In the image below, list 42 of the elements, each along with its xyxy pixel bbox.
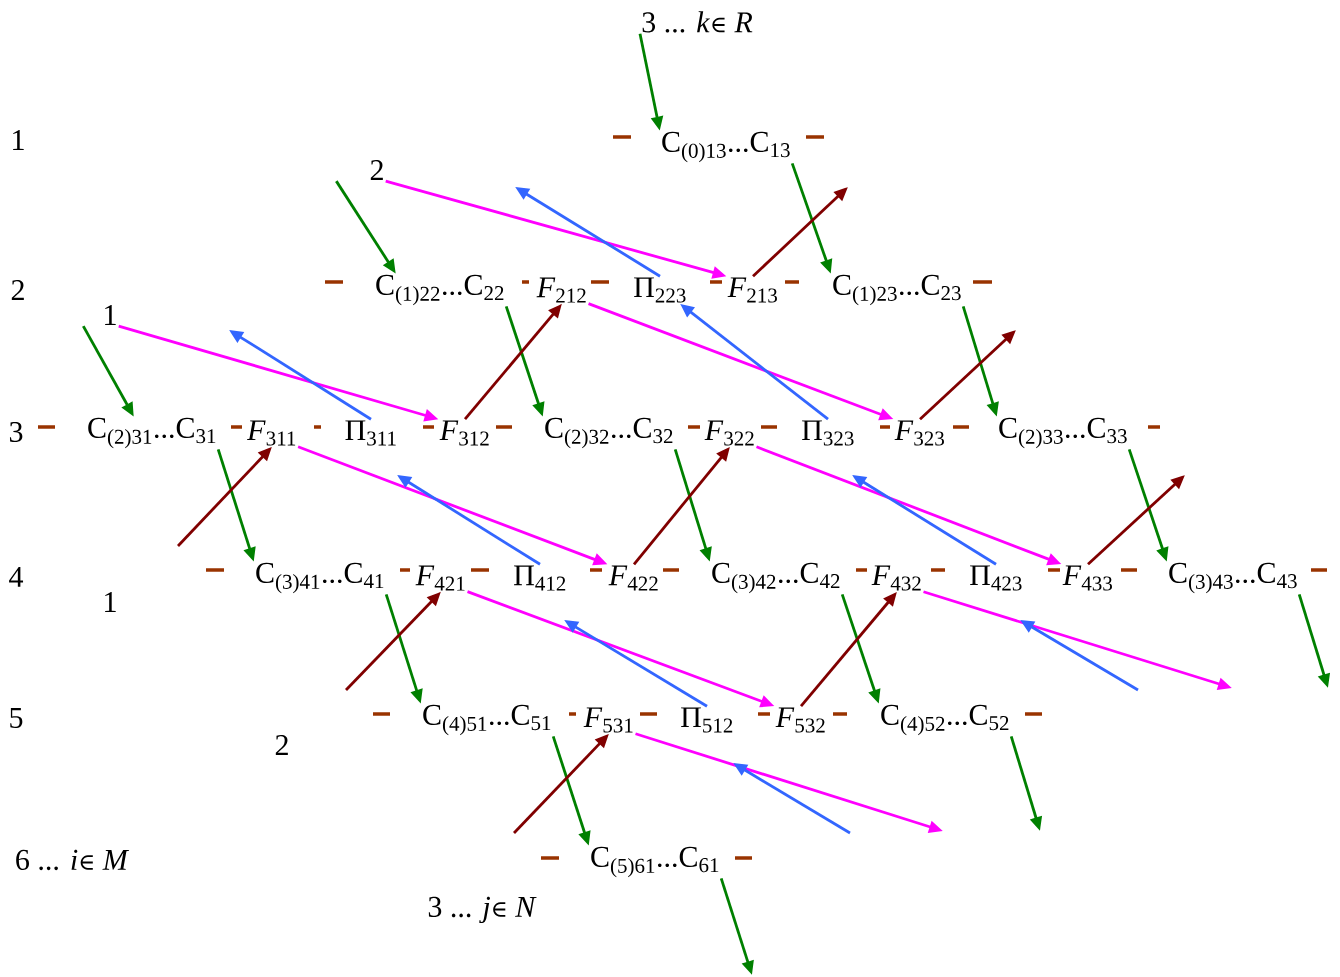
formula-term: 1 [105, 305, 116, 325]
formula-term: C$_{(2)31}$...C$_{31}$ [88, 417, 216, 449]
formula-term: F$_{433}$ [1062, 565, 1112, 591]
formula-term: C$_{(0)13}$...C$_{13}$ [662, 131, 790, 163]
index-label: 2 [11, 280, 24, 300]
formula-term: Π$_{323}$ [802, 420, 854, 446]
formula-term: 2 [370, 160, 383, 180]
formula-term: Π$_{512}$ [681, 707, 733, 733]
formula-term: C$_{(1)22}$...C$_{22}$ [376, 274, 504, 306]
formula-term: F$_{421}$ [415, 565, 465, 591]
formula-term: C$_{(4)52}$...C$_{52}$ [881, 704, 1009, 736]
formula-term: F$_{311}$ [246, 420, 296, 446]
formula-term: F$_{432}$ [871, 565, 921, 591]
formula-term: Π$_{223}$ [634, 277, 686, 303]
formula-term: 3 ... k∈ R [642, 11, 753, 33]
formula-term: C$_{(5)61}$...C$_{61}$ [591, 846, 719, 878]
formula-term: F$_{531}$ [583, 707, 633, 733]
formula-term: F$_{322}$ [704, 420, 754, 446]
index-label: 5 [10, 708, 23, 728]
formula-term: C$_{(3)43}$...C$_{43}$ [1169, 562, 1297, 594]
index-label: 2 [275, 735, 288, 755]
formula-term: C$_{(2)33}$...C$_{33}$ [999, 417, 1127, 449]
formula-term: C$_{(4)51}$...C$_{51}$ [423, 704, 551, 736]
formula-term: F$_{212}$ [536, 277, 586, 303]
formula-term: F$_{422}$ [608, 565, 658, 591]
formula-term: C$_{(3)42}$...C$_{42}$ [712, 562, 840, 594]
formula-term: C$_{(2)32}$...C$_{32}$ [545, 417, 673, 449]
index-label: 4 [9, 567, 24, 587]
formula-term: F$_{312}$ [439, 420, 489, 446]
formula-term: F$_{213}$ [727, 277, 777, 303]
index-label: 3 [9, 421, 23, 443]
index-label: 3 ... j∈ N [428, 896, 537, 924]
index-label: 1 [105, 592, 116, 612]
formula-term: C$_{(3)41}$...C$_{41}$ [256, 562, 384, 594]
formula-term: Π$_{412}$ [514, 565, 566, 591]
index-label: 1 [13, 130, 24, 150]
index-label: 6 ... i∈ M [16, 849, 130, 871]
formula-term: F$_{323}$ [894, 420, 944, 446]
formula-term: Π$_{311}$ [345, 420, 396, 446]
formula-term: C$_{(1)23}$...C$_{23}$ [833, 274, 961, 306]
formula-term: F$_{532}$ [775, 707, 825, 733]
formula-term: Π$_{423}$ [970, 565, 1022, 591]
